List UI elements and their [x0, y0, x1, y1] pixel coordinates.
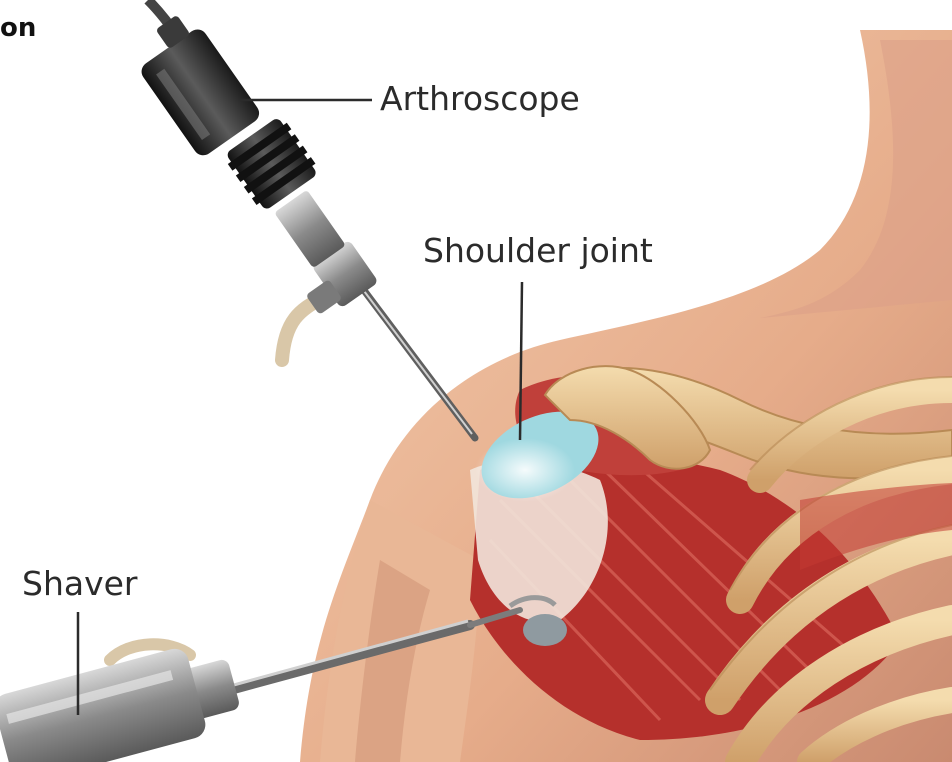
arthroscope-instrument: [138, 0, 475, 438]
humeral-head: [523, 614, 567, 646]
label-arthroscope: Arthroscope: [380, 79, 580, 118]
joint-glow: [475, 438, 575, 502]
caption-fragment: on: [0, 13, 36, 43]
label-shoulder-joint: Shoulder joint: [423, 231, 653, 270]
label-shaver: Shaver: [22, 564, 138, 603]
